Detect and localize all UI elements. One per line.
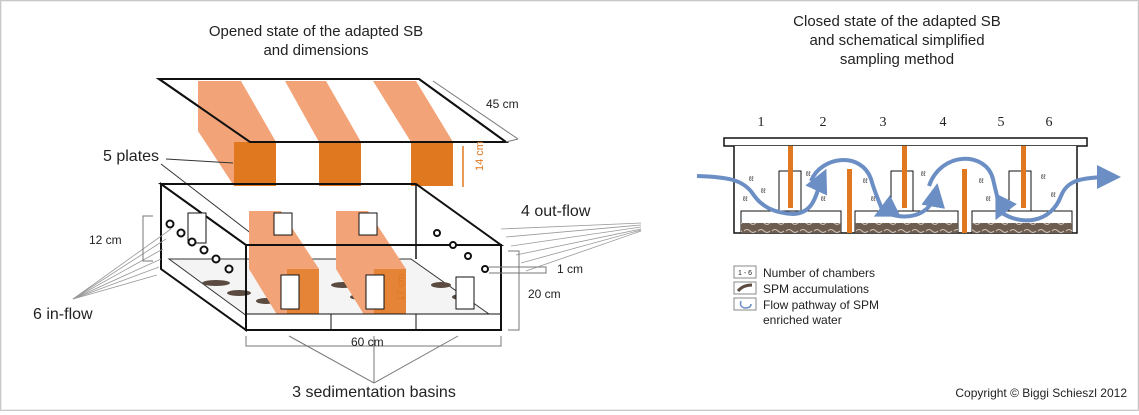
- svg-text:ℓℓ: ℓℓ: [742, 196, 748, 203]
- dim-20cm: 20 cm: [528, 287, 561, 301]
- chamber-number-4: 4: [940, 115, 947, 130]
- flow-path-4: [927, 156, 1017, 221]
- legend-flow-text-1: Flow pathway of SPM: [763, 298, 879, 312]
- legend-flow-text-2: enriched water: [763, 313, 842, 327]
- dim-1cm: 1 cm: [557, 262, 583, 276]
- legend-spm-text: SPM accumulations: [763, 282, 869, 296]
- flow-path-2: [809, 158, 901, 217]
- outflow-fan: [500, 222, 642, 272]
- svg-text:ℓℓ: ℓℓ: [805, 171, 811, 178]
- chamber-numbers: 1 2 3 4 5 6: [758, 115, 1053, 130]
- svg-text:ℓℓ: ℓℓ: [978, 178, 984, 185]
- chamber-number-3: 3: [880, 115, 887, 130]
- label-sedimentation: 3 sedimentation basins: [292, 384, 456, 401]
- closed-lid: [723, 137, 1088, 147]
- svg-text:ℓℓ: ℓℓ: [870, 196, 876, 203]
- svg-text:ℓℓ: ℓℓ: [820, 196, 826, 203]
- dim-60cm: 60 cm: [351, 335, 384, 349]
- svg-text:ℓℓ: ℓℓ: [760, 188, 766, 195]
- label-5-plates: 5 plates: [103, 148, 159, 165]
- lid-plate-3: [373, 81, 453, 142]
- outflow-holes: [433, 229, 489, 273]
- legend-chambers-icon: 1 - 6: [738, 270, 752, 277]
- left-title-line1: Opened state of the adapted SB: [209, 23, 423, 40]
- flow-path-1: [696, 168, 828, 217]
- inflow-holes: [165, 219, 234, 274]
- label-outflow: 4 out-flow: [521, 203, 591, 220]
- dim-17cm: 17 cm: [396, 274, 407, 301]
- chamber-number-6: 6: [1046, 115, 1053, 130]
- inflow-fan: [72, 228, 172, 300]
- dim-45cm: 45 cm: [486, 97, 519, 111]
- lid-plate-3-face: [411, 142, 453, 186]
- svg-text:ℓℓ: ℓℓ: [1040, 174, 1046, 181]
- svg-text:ℓℓ: ℓℓ: [985, 196, 991, 203]
- flow-path-3: [882, 183, 945, 219]
- right-title-line1: Closed state of the adapted SB: [793, 13, 1001, 30]
- right-title-line2: and schematical simplified: [809, 32, 984, 49]
- legend-chambers-text: Number of chambers: [763, 266, 875, 280]
- box-body: [157, 182, 505, 332]
- right-panel: Closed state of the adapted SB and schem…: [696, 13, 1127, 400]
- lid-plate-1-face: [234, 142, 276, 186]
- legend-flow-icon: [739, 300, 752, 309]
- legend-chambers-icon-box: [733, 265, 757, 279]
- left-title-line2: and dimensions: [263, 42, 368, 59]
- chamber-number-5: 5: [998, 115, 1005, 130]
- left-panel: Opened state of the adapted SB and dimen…: [33, 23, 642, 401]
- dim-14cm: 14 cm: [474, 141, 486, 171]
- right-title-line3: sampling method: [840, 51, 954, 68]
- legend: 1 - 6 Number of chambers SPM accumulatio…: [733, 265, 879, 327]
- svg-text:ℓℓ: ℓℓ: [862, 178, 868, 185]
- closed-plates: [788, 146, 1026, 233]
- copyright: Copyright © Biggi Schieszl 2012: [955, 386, 1127, 400]
- chamber-number-1: 1: [758, 115, 765, 130]
- label-inflow: 6 in-flow: [33, 306, 93, 323]
- lid-plate-2: [285, 81, 361, 142]
- svg-text:ℓℓ: ℓℓ: [920, 171, 926, 178]
- svg-text:ℓℓ: ℓℓ: [1050, 192, 1056, 199]
- flow-path-5: [997, 165, 1121, 223]
- lid-plate-2-face: [319, 142, 361, 186]
- chamber-number-2: 2: [820, 115, 827, 130]
- dim-12cm: 12 cm: [89, 233, 122, 247]
- svg-text:ℓℓ: ℓℓ: [748, 176, 754, 183]
- legend-spm-icon: [736, 283, 753, 293]
